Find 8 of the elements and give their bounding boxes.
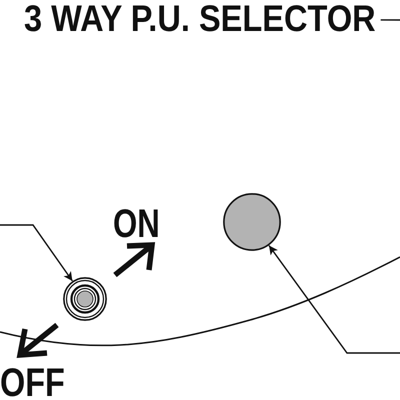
toggle-switch — [63, 277, 107, 321]
callout-label: 3 WAY P.U. SELECTOR — [24, 4, 376, 34]
switch-position-label: ON — [113, 208, 160, 240]
round-knob — [223, 193, 281, 251]
leader-line — [0, 224, 73, 282]
leader-line — [268, 245, 400, 354]
leader-line — [380, 19, 400, 21]
switch-position-label: OFF — [0, 367, 65, 399]
